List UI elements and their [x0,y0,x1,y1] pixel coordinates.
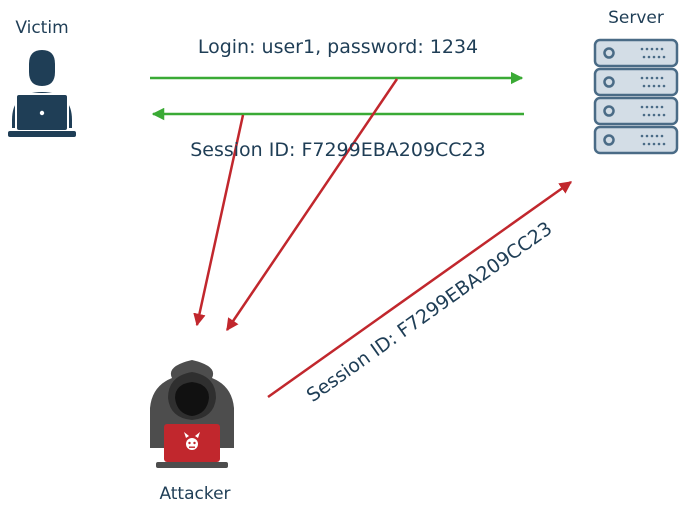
server-unit [593,96,679,126]
intercept-session-arrow [193,114,245,327]
server-rack-icon [593,38,679,155]
server-unit [593,125,679,155]
intercept-login-arrow [225,78,399,332]
devil-logo-icon [184,432,200,450]
session-response-label: Session ID: F7299EBA209CC23 [190,139,486,161]
victim-label: Victim [15,18,68,38]
login-message-label: Login: user1, password: 1234 [198,36,478,58]
attacker-label: Attacker [159,484,230,504]
hijack-session-arrow [267,180,573,399]
victim-node: Victim [8,18,76,137]
user-laptop-icon [8,50,76,137]
session-hijack-label: Session ID: F7299EBA209CC23 [303,218,557,407]
server-label: Server [608,8,664,28]
attacker-node: Attacker [150,360,234,504]
server-node: Server [593,8,679,155]
server-unit [593,67,679,97]
server-unit [593,38,679,68]
hooded-hacker-icon [150,360,234,468]
